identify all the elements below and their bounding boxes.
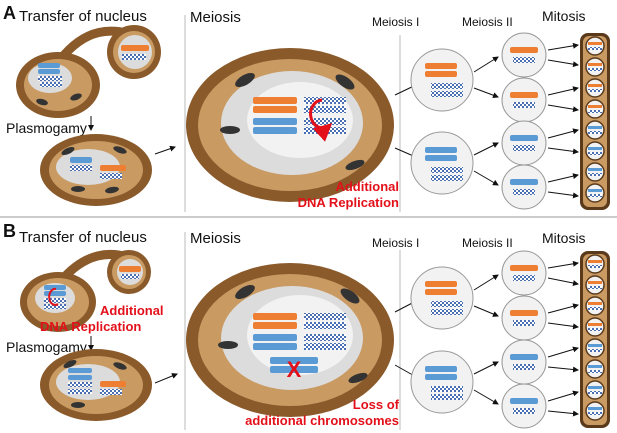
ascus-b (580, 251, 610, 428)
arrow-m2-1-b (473, 274, 499, 291)
meiosis-cell-b (186, 263, 394, 417)
panel-a: A Transfer of nucleus Plasmogamy Meiosis… (3, 3, 610, 210)
ascus-a (580, 33, 610, 210)
meiosis1-cell-b-bot (410, 350, 474, 414)
meiosis2-label-b: Meiosis II (462, 236, 513, 250)
plasmogamy-cell-a (40, 134, 152, 206)
meiosis-label-b: Meiosis (190, 230, 241, 247)
panel-letter-a: A (3, 3, 16, 23)
arrow-m2-2-b (473, 305, 499, 317)
meiosis-label-a: Meiosis (190, 9, 241, 26)
meiosis1-cell-a-top (410, 48, 474, 112)
meiosis1-label-a: Meiosis I (372, 15, 419, 29)
transfer-label-a: Transfer of nucleus (19, 8, 147, 25)
arrow-m2-3-b (473, 361, 499, 375)
meiosis1-label-b: Meiosis I (372, 236, 419, 250)
plasmogamy-label-b: Plasmogamy (6, 339, 87, 355)
annotation-a-line1: Additional (335, 179, 399, 194)
annotation-a-line2: DNA Replication (298, 195, 399, 210)
meiosis-cell-a (186, 48, 394, 202)
meiosis2-cells-b (501, 250, 547, 429)
curved-arrow-icon (309, 98, 333, 142)
curved-arrow-icon (48, 287, 59, 306)
meiosis2-label-a: Meiosis II (462, 15, 513, 29)
transfer-label-b: Transfer of nucleus (19, 229, 147, 246)
arrows-mitosis-a (547, 42, 579, 199)
meiosis1-cell-a-bot (410, 131, 474, 195)
annotation-b-small-line2: DNA Replication (40, 319, 141, 334)
panel-b: B Transfer of nucleus Plasmogamy Meiosis… (3, 221, 610, 429)
x-mark-icon: X (287, 357, 302, 382)
arrow-to-meiosis-a (154, 145, 176, 155)
arrow-m2-1-a (473, 56, 499, 73)
annotation-b-small-line1: Additional (100, 303, 164, 318)
meiosis2-cells-a (501, 32, 547, 210)
arrow-m2-4-b (473, 389, 499, 405)
annotation-b-line1: Loss of (353, 397, 400, 412)
annotation-b-line2: additional chromosomes (245, 413, 399, 428)
arrows-mitosis-b (547, 260, 579, 417)
mitosis-label-b: Mitosis (542, 230, 586, 246)
arrow-to-meiosis-b (154, 373, 178, 384)
arrow-m2-4-a (473, 170, 499, 186)
arrow-m2-2-a (473, 87, 499, 99)
mitosis-label-a: Mitosis (542, 8, 586, 24)
transfer-cells-a (16, 25, 161, 118)
plasmogamy-label-a: Plasmogamy (6, 120, 87, 136)
transfer-cells-b (20, 250, 151, 332)
plasmogamy-cell-b (40, 349, 152, 421)
panel-letter-b: B (3, 221, 16, 241)
meiosis1-cell-b-top (410, 266, 474, 330)
arrow-m2-3-a (473, 142, 499, 156)
